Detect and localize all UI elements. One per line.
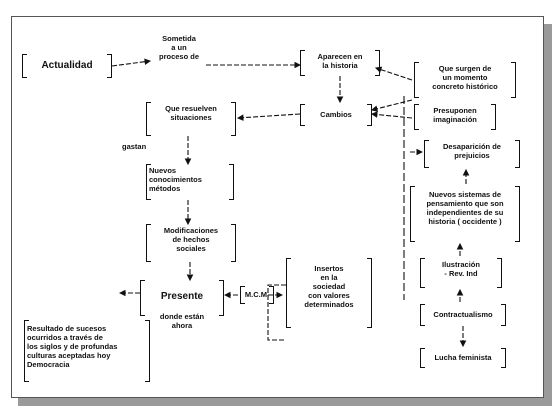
node-presente: Presente donde están ahora: [140, 280, 224, 330]
edge-cambios-resuelven: [236, 113, 301, 121]
node-nuevos-conocimientos: Nuevos conocimientos métodos: [146, 164, 234, 200]
presente-label: Presente: [160, 291, 204, 302]
edge-surgen-cambios: [370, 99, 413, 112]
node-aparecen: Aparecen en la historia: [300, 50, 380, 76]
node-presuponen: Presuponen imaginación: [414, 104, 496, 130]
node-lucha: Lucha feminista: [420, 348, 506, 368]
presente-sub: donde están ahora: [159, 312, 205, 330]
edge-presuponen-cambios: [370, 111, 413, 119]
node-nuevos-sistemas: Nuevos sistemas de pensamiento que son i…: [410, 186, 520, 242]
diagram-sheet: [11, 16, 544, 398]
node-modificaciones: Modificaciones de hechos sociales: [146, 224, 236, 262]
node-resuelven: Que resuelven situaciones: [146, 102, 236, 136]
edge-surgen-aparecen: [374, 66, 413, 81]
node-contractualismo: Contractualismo: [420, 304, 506, 326]
node-insertos: Insertos en la sociedad con valores dete…: [286, 258, 372, 328]
node-desaparicion: Desaparición de prejuicios: [424, 140, 520, 168]
node-sometida: Sometida a un proceso de: [158, 34, 199, 61]
node-gastan: gastan: [122, 142, 147, 151]
node-actualidad: Actualidad: [22, 54, 112, 78]
node-cambios: Cambios: [300, 104, 372, 126]
edge-insertos-mcm: [267, 284, 286, 341]
node-surgen: Que surgen de un momento concreto histór…: [414, 62, 516, 98]
edge-actualidad-sometida: [111, 58, 152, 67]
node-mcm: M.C.M.: [240, 286, 274, 304]
node-ilustracion: Ilustración - Rev. Ind: [420, 258, 502, 288]
node-resultado: Resultado de sucesos ocurridos a través …: [24, 320, 150, 382]
